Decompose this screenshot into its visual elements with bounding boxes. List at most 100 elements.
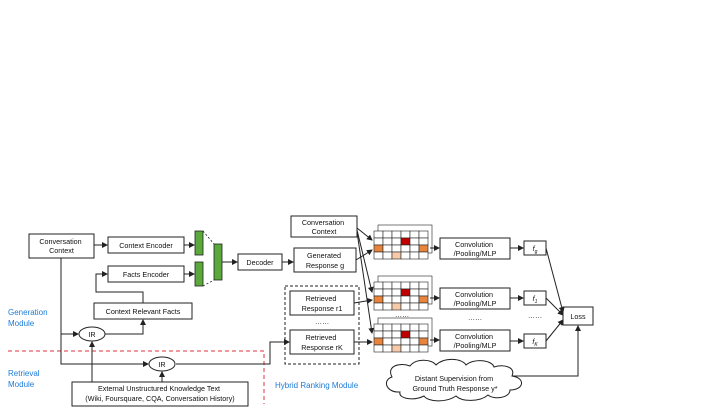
match-grid-g-cell [400,230,411,239]
f1-main: f [533,294,536,303]
match-grid-k-cell [400,337,411,346]
context-relevant-facts-text: Context Relevant Facts [106,307,181,316]
match-grid-k-cell [418,344,429,353]
f-g-text: fg [533,244,538,255]
cv1-1: Convolution [455,240,493,249]
grid-dots: …… [395,310,409,319]
match-grid-g-cell [418,251,429,260]
match-grid-k-cell [409,344,420,353]
merge-line-1 [202,230,215,245]
match-grid-1-cell [418,288,429,297]
module-separator [8,350,265,404]
match-grid-g-cell [382,244,393,253]
generated-response-box [293,247,357,273]
gen-l1: Generation [8,308,48,317]
match-grid-1-cell [409,295,420,304]
match-grid-k-cell [373,344,384,353]
match-grid-1-cell [373,281,384,290]
match-grid-1-cell [418,302,429,311]
ir-top-text: IR [88,330,95,339]
context-encoder-text: Context Encoder [119,241,173,250]
encoder-state-bottom [194,261,204,287]
match-grid-g-cell [400,244,411,253]
conv-dots: …… [468,313,482,322]
match-grid-g-cell [418,230,429,239]
match-grid-g-cell [382,237,393,246]
match-grid-g-cell [391,244,402,253]
match-grid-1-cell [373,288,384,297]
conversation-context-right-text: Conversation Context [302,218,346,236]
match-grid-g-cell [400,237,411,246]
match-grid-k-cell [382,337,393,346]
match-grid-g-cell [400,251,411,260]
match-grid-k-cell [391,337,402,346]
match-grid-g-cell [382,230,393,239]
f-1-text: f1 [533,294,538,305]
match-grid-g-cell [373,244,384,253]
match-grid-g-cell [418,244,429,253]
ds-2: Ground Truth Response y* [412,384,497,393]
match-grid-g-cell [373,251,384,260]
retrieved-response-1-text: Retrieved Response r1 [302,294,343,313]
match-grid-k-cell [400,344,411,353]
ccr-2: Context [312,227,337,236]
match-grid-1-cell [373,295,384,304]
match-grid-g-cell [409,230,420,239]
connectors [60,227,581,382]
cv2-1: Convolution [455,290,493,299]
external-knowledge-box [71,381,249,407]
match-grid-1-cell [382,281,393,290]
gen-l2: Module [8,319,35,328]
match-grid-1-cell [391,302,402,311]
match-grid-g-cell [382,251,393,260]
gr-2: Response g [306,261,344,270]
match-grid-k-cell [382,344,393,353]
external-knowledge-text: External Unstructured Knowledge Text (Wi… [85,384,234,403]
match-grid-k-cell [391,330,402,339]
generated-response-text: Generated Response g [306,251,344,270]
ek-1: External Unstructured Knowledge Text [98,384,220,393]
match-grid-1-cell [382,302,393,311]
match-grid-k-cell [382,330,393,339]
facts-encoder-text: Facts Encoder [123,270,170,279]
cv3-1: Convolution [455,332,493,341]
fg-sub: g [535,249,538,255]
match-grid-k-cell [409,323,420,332]
match-grid-1-cell [418,281,429,290]
match-grid-g-cell [391,237,402,246]
match-grid-g-cell [409,251,420,260]
match-grid-1-cell [391,288,402,297]
match-grid-k-cell [418,323,429,332]
match-grid-k-cell [409,337,420,346]
rrk-1: Retrieved [306,333,337,342]
match-grid-1-cell [373,302,384,311]
gr-1: Generated [307,251,341,260]
match-grid-k-cell [391,344,402,353]
conversation-context-left-text: Conversation Context [39,237,83,255]
retrieval-module-label: Retrieval Module [8,369,42,389]
ek-2: (Wiki, Foursquare, CQA, Conversation His… [85,394,234,403]
match-grid-k-cell [373,330,384,339]
match-grid-1-cell [409,281,420,290]
hybrid-ranking-module-label: Hybrid Ranking Module [275,381,359,390]
match-grid-g-cell [418,237,429,246]
conv-text-3: Convolution /Pooling/MLP [454,332,497,350]
match-grid-g-cell [391,230,402,239]
match-grid-1-cell [391,295,402,304]
ccr-1: Conversation [302,218,344,227]
rr1-1: Retrieved [306,294,337,303]
match-grid-1-cell [382,295,393,304]
ret-l1: Retrieval [8,369,40,378]
match-grid-g-cell [391,251,402,260]
match-grid-k-cell [382,323,393,332]
match-grid-1-cell [382,288,393,297]
match-grid-g-cell [409,244,420,253]
cv3-2: /Pooling/MLP [454,341,497,350]
generation-module-label: Generation Module [8,308,50,328]
ds-1: Distant Supervision from [415,374,493,383]
ret-l2: Module [8,380,35,389]
merge-line-2 [202,279,215,287]
retrieved-response-1-box [289,290,355,316]
match-grid-g-cell [373,237,384,246]
